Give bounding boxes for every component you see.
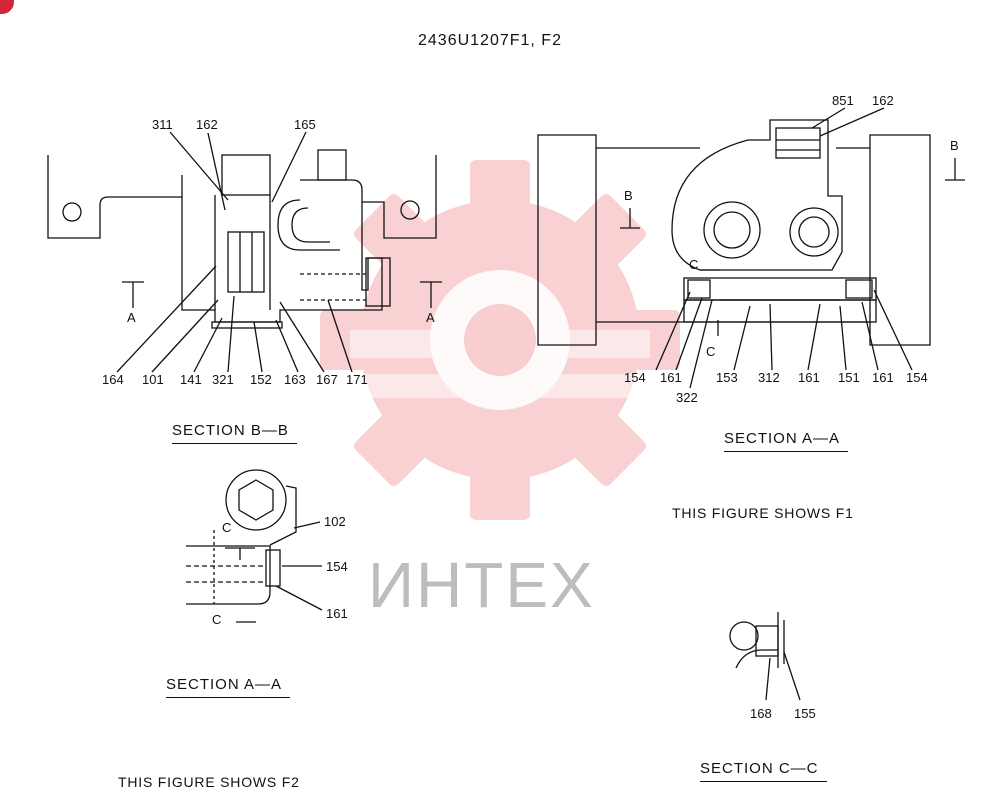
- section-cc-view: [729, 612, 801, 701]
- section-cc-caption: SECTION C—C: [700, 760, 827, 782]
- section-aa-f1-caption: SECTION A—A: [724, 430, 849, 452]
- section-aa-f2-note: THIS FIGURE SHOWS F2: [118, 774, 300, 790]
- callout-321: 321: [212, 372, 234, 387]
- callout-153: 153: [716, 370, 738, 385]
- callout-161-mid: 161: [798, 370, 820, 385]
- callout-164: 164: [102, 372, 124, 387]
- callout-312: 312: [758, 370, 780, 385]
- section-marker-a-right: A: [426, 310, 436, 325]
- watermark-text: ИНТЕХ: [368, 549, 595, 621]
- section-aa-f1-note: THIS FIGURE SHOWS F1: [672, 505, 854, 521]
- callout-171: 171: [346, 372, 368, 387]
- section-marker-c-bottom: C: [706, 344, 716, 359]
- callout-311: 311: [152, 117, 173, 132]
- section-bb-view: [47, 131, 442, 373]
- section-marker-c2-top: C: [222, 520, 232, 535]
- callout-322: 322: [676, 390, 698, 405]
- callout-161-f2: 161: [326, 606, 348, 621]
- section-aa-f2-caption: SECTION A—A: [166, 676, 291, 698]
- callout-101: 101: [142, 372, 164, 387]
- callout-161-left: 161: [660, 370, 682, 385]
- callout-165: 165: [294, 117, 316, 132]
- section-marker-c-top: C: [689, 257, 699, 272]
- callout-141: 141: [180, 372, 202, 387]
- callout-154-left: 154: [624, 370, 646, 385]
- section-aa-f1-view: [537, 107, 965, 389]
- section-marker-c2-bottom: C: [212, 612, 222, 627]
- callout-162-f1: 162: [872, 93, 894, 108]
- drawing-title: 2436U1207F1, F2: [418, 32, 562, 49]
- section-bb-caption: SECTION B—B: [172, 422, 297, 444]
- callout-102: 102: [324, 514, 346, 529]
- callout-162: 162: [196, 117, 218, 132]
- section-aa-f2-view: [186, 469, 323, 623]
- callout-167: 167: [316, 372, 338, 387]
- callout-151: 151: [838, 370, 860, 385]
- callout-154-f2: 154: [326, 559, 348, 574]
- section-marker-a-left: A: [127, 310, 137, 325]
- callout-161-right: 161: [872, 370, 894, 385]
- callout-168: 168: [750, 706, 772, 721]
- callout-154-right: 154: [906, 370, 928, 385]
- section-marker-b-mid: B: [624, 188, 634, 203]
- callout-152: 152: [250, 372, 272, 387]
- section-marker-b-right: B: [950, 138, 960, 153]
- callout-163: 163: [284, 372, 306, 387]
- callout-155: 155: [794, 706, 816, 721]
- callout-851: 851: [832, 93, 854, 108]
